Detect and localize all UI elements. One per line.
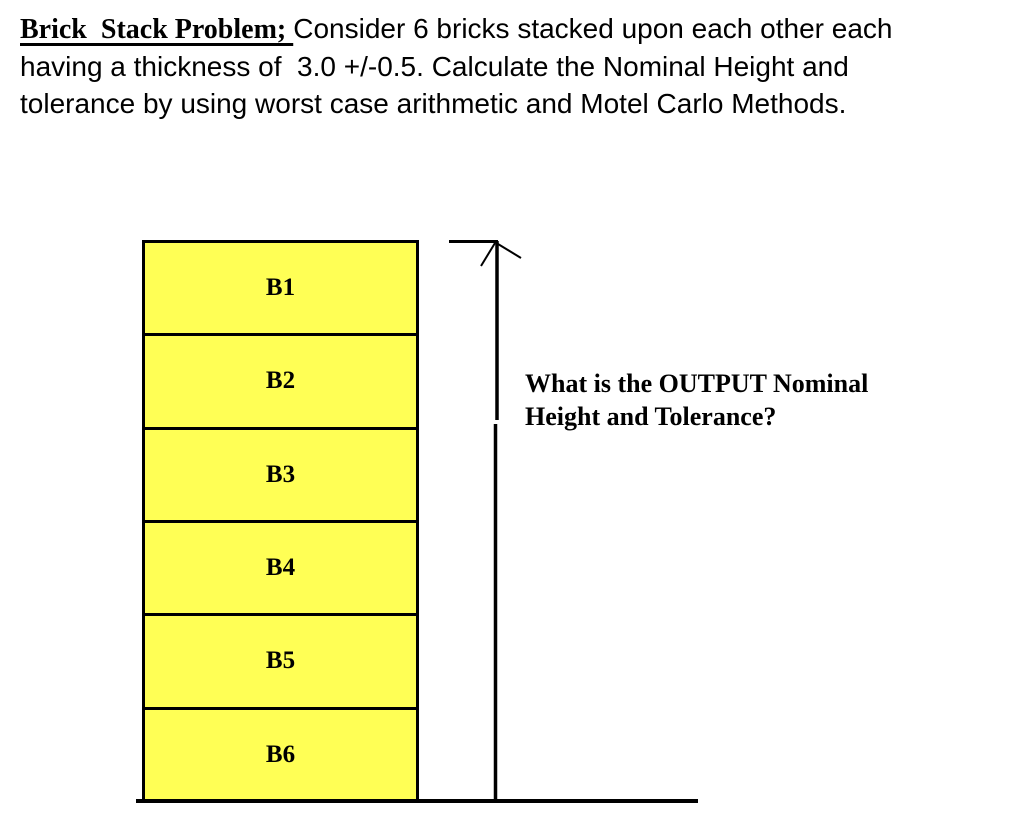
brick-b2: B2 <box>145 336 416 430</box>
problem-statement-line-1: Brick Stack Problem; Consider 6 bricks s… <box>20 10 892 48</box>
brick-b1: B1 <box>145 243 416 337</box>
arrowhead-right-stroke <box>497 243 522 259</box>
question-text-line1: What is the OUTPUT Nominal <box>525 369 869 398</box>
brick-label-b1: B1 <box>265 274 296 302</box>
question-text: What is the OUTPUT Nominal Height and To… <box>525 367 868 433</box>
brick-stack: B1 B2 B3 B4 B5 B6 <box>142 240 419 803</box>
problem-statement: Brick Stack Problem; Consider 6 bricks s… <box>20 10 892 122</box>
problem-text-line1: Consider 6 bricks stacked upon each othe… <box>293 13 893 44</box>
problem-text-line2: having a thickness of 3.0 +/-0.5. Calcul… <box>20 51 849 82</box>
problem-title: Brick Stack Problem; <box>20 14 294 45</box>
problem-text-line3: tolerance by using worst case arithmetic… <box>20 88 847 119</box>
brick-b6: B6 <box>145 709 416 800</box>
ground-line <box>136 799 698 803</box>
brick-label-b6: B6 <box>265 740 296 768</box>
brick-label-b4: B4 <box>265 554 296 582</box>
question-text-line2: Height and Tolerance? <box>525 402 777 431</box>
brick-label-b2: B2 <box>265 367 296 395</box>
brick-b5: B5 <box>145 616 416 710</box>
brick-b3: B3 <box>145 429 416 523</box>
brick-b4: B4 <box>145 522 416 617</box>
brick-label-b5: B5 <box>265 647 296 675</box>
arrowhead-left-stroke <box>480 242 496 267</box>
brick-label-b3: B3 <box>265 460 296 488</box>
height-dimension-line <box>449 240 522 802</box>
